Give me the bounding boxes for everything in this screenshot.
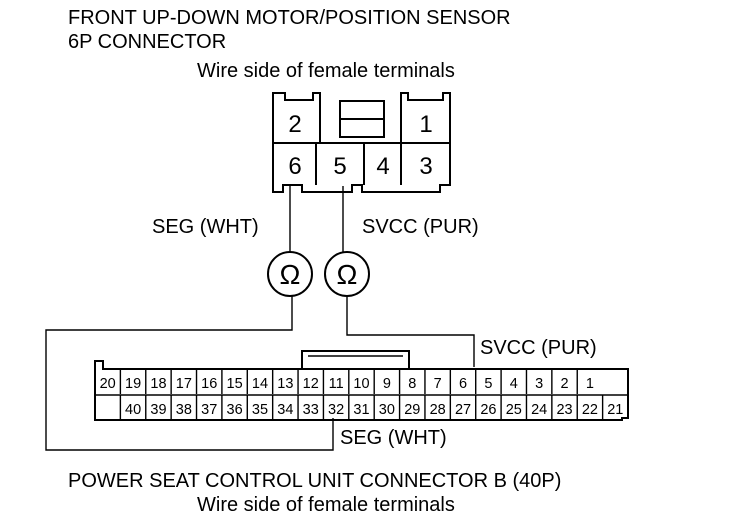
pin-37: 37 (201, 402, 217, 418)
bottom-connector-latch (301, 350, 410, 369)
pin-36: 36 (227, 402, 243, 418)
top-connector-6p: 2 1 6 5 4 3 (272, 92, 451, 193)
ohmmeter-left-icon: Ω (267, 251, 313, 297)
svcc-wire-label-top: SVCC (PUR) (362, 216, 479, 238)
pin-8: 8 (408, 376, 416, 392)
pin-19: 19 (125, 376, 141, 392)
pin-6: 6 (459, 376, 467, 392)
pin-2: 2 (561, 376, 569, 392)
svcc-wire-label-bottom: SVCC (PUR) (480, 337, 597, 359)
pin-14: 14 (252, 376, 268, 392)
pin-24: 24 (531, 402, 547, 418)
pin-10: 10 (353, 376, 369, 392)
svcc-wire (342, 186, 475, 367)
pin-16: 16 (201, 376, 217, 392)
pin-20: 20 (100, 376, 116, 392)
pin-22: 22 (582, 402, 598, 418)
pin-5: 5 (484, 376, 492, 392)
pin-38: 38 (176, 402, 192, 418)
pin-1: 1 (586, 376, 594, 392)
pin-35: 35 (252, 402, 268, 418)
pin-28: 28 (430, 402, 446, 418)
pin-34: 34 (277, 402, 293, 418)
pin-3: 3 (535, 376, 543, 392)
seg-wire (45, 184, 334, 451)
top-connector-title-line1: FRONT UP-DOWN MOTOR/POSITION SENSOR (68, 7, 511, 29)
pin-15: 15 (227, 376, 243, 392)
ohm-symbol-right: Ω (337, 259, 358, 290)
top-pin-4: 4 (376, 153, 389, 180)
pin-39: 39 (150, 402, 166, 418)
pin-29: 29 (404, 402, 420, 418)
top-pin-5: 5 (333, 153, 346, 180)
pin-7: 7 (434, 376, 442, 392)
seg-wire-label-top: SEG (WHT) (152, 216, 259, 238)
pin-32: 32 (328, 402, 344, 418)
pin-31: 31 (353, 402, 369, 418)
pin-21: 21 (607, 402, 623, 418)
pin-33: 33 (303, 402, 319, 418)
ohmmeter-right-icon: Ω (324, 251, 370, 297)
bottom-connector-outline (94, 360, 629, 421)
pin-13: 13 (277, 376, 293, 392)
top-pin-3: 3 (419, 153, 432, 180)
top-connector-outline (272, 92, 451, 193)
pin-30: 30 (379, 402, 395, 418)
pin-27: 27 (455, 402, 471, 418)
pin-9: 9 (383, 376, 391, 392)
pin-11: 11 (329, 376, 344, 392)
pin-25: 25 (506, 402, 522, 418)
pin-4: 4 (510, 376, 518, 392)
pin-23: 23 (556, 402, 572, 418)
pin-12: 12 (303, 376, 319, 392)
top-connector-subtitle: Wire side of female terminals (197, 60, 455, 82)
top-pin-1: 1 (419, 111, 432, 138)
top-connector-title-line2: 6P CONNECTOR (68, 31, 226, 53)
bottom-connector-subtitle: Wire side of female terminals (197, 494, 455, 516)
pin-18: 18 (150, 376, 166, 392)
bottom-connector-title: POWER SEAT CONTROL UNIT CONNECTOR B (40P… (68, 470, 561, 492)
seg-wire-label-bottom: SEG (WHT) (340, 427, 447, 449)
pin-40: 40 (125, 402, 141, 418)
ohm-symbol-left: Ω (280, 259, 301, 290)
top-pin-2: 2 (288, 111, 301, 138)
pin-17: 17 (176, 376, 192, 392)
pin-26: 26 (480, 402, 496, 418)
top-pin-6: 6 (288, 153, 301, 180)
